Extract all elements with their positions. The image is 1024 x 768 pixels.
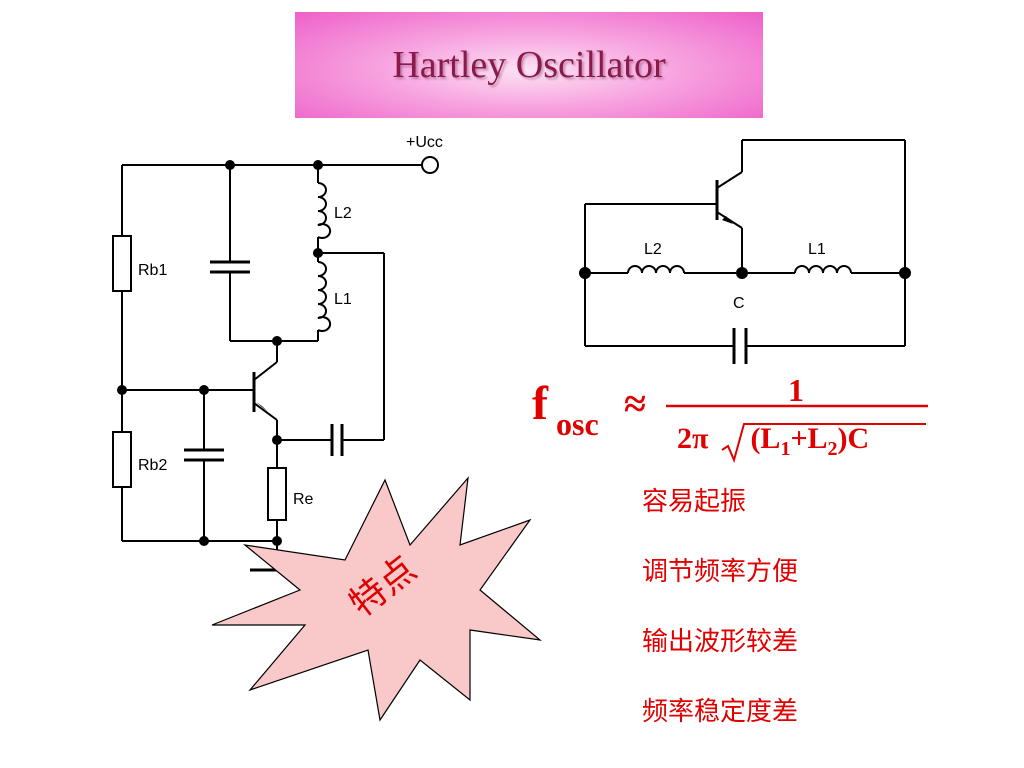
- burst-shape: [211, 476, 543, 722]
- right-c-label: C: [733, 295, 745, 312]
- den-sub2: 2: [827, 438, 838, 460]
- ucc-label: +Ucc: [406, 134, 443, 151]
- slide-title: Hartley Oscillator: [392, 44, 666, 86]
- formula-sub-osc: osc: [556, 406, 599, 442]
- left-junction-dots: [117, 160, 323, 546]
- den-prefix: 2π: [677, 422, 709, 455]
- emitter-arrow-icon: [722, 216, 733, 224]
- left-circuit: [112, 156, 439, 572]
- re-label: Re: [293, 491, 314, 508]
- formula-f: f: [532, 377, 548, 430]
- right-l2-label: L2: [644, 241, 662, 258]
- formula-denominator: 2π (L1+L2)C: [677, 422, 869, 461]
- formula-approx: ≈: [624, 381, 646, 426]
- den-plus: +L: [790, 422, 828, 455]
- right-circuit: [584, 139, 906, 364]
- emitter-arrow-icon: [256, 402, 268, 412]
- rb2-label: Rb2: [138, 457, 167, 474]
- den-open: (L: [750, 422, 781, 455]
- l1-label: L1: [334, 291, 352, 308]
- sqrt-icon: [721, 423, 926, 464]
- right-l1-label: L1: [808, 241, 826, 258]
- feature-item: 调节频率方便: [642, 557, 799, 587]
- den-sub1: 1: [780, 438, 791, 460]
- title-banner: Hartley Oscillator: [295, 12, 763, 118]
- feature-item: 输出波形较差: [642, 627, 799, 657]
- l2-label: L2: [334, 205, 352, 222]
- feature-item: 容易起振: [642, 487, 747, 517]
- feature-list: 容易起振 调节频率方便 输出波形较差 频率稳定度差: [642, 482, 798, 762]
- feature-item: 频率稳定度差: [642, 697, 799, 727]
- formula-numerator: 1: [788, 372, 804, 408]
- right-junction-dots: [579, 267, 911, 279]
- den-close: )C: [837, 422, 870, 455]
- rb1-label: Rb1: [138, 262, 167, 279]
